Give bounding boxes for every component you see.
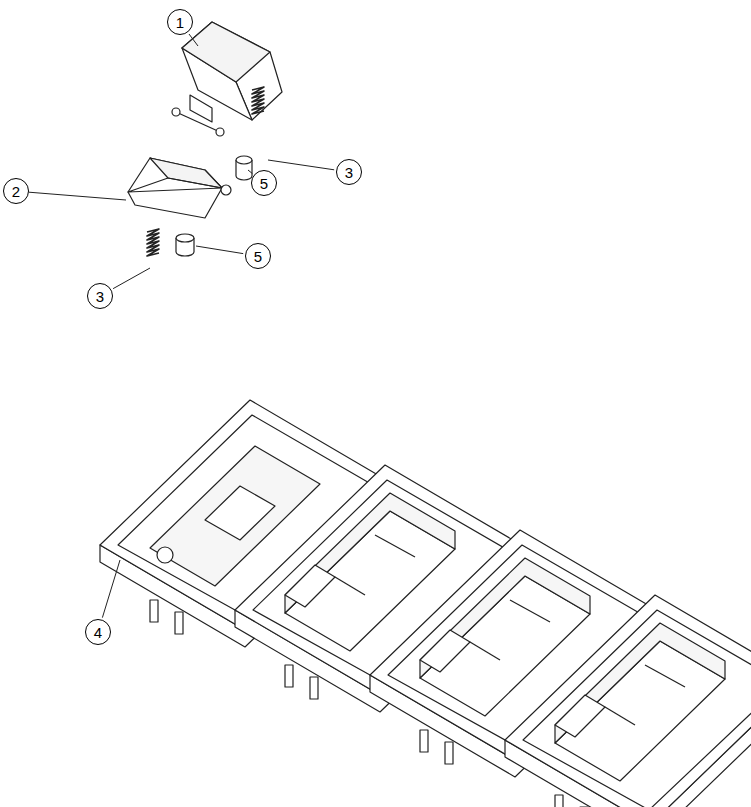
callout-circle: 3 bbox=[336, 159, 362, 185]
callout-circle: 2 bbox=[3, 178, 29, 204]
callout-number: 5 bbox=[254, 249, 262, 264]
leader-line bbox=[102, 560, 120, 618]
leader-line bbox=[268, 160, 334, 170]
leader-line bbox=[113, 268, 150, 289]
spring-part bbox=[147, 87, 264, 256]
plug-part bbox=[176, 156, 252, 256]
base-plate bbox=[505, 595, 751, 807]
cap-part bbox=[128, 158, 231, 218]
callout-number: 1 bbox=[176, 15, 184, 30]
leader-line bbox=[248, 170, 252, 174]
callout-circle: 5 bbox=[251, 170, 277, 196]
housing-part bbox=[172, 22, 282, 136]
leader-line bbox=[189, 34, 198, 46]
callout-number: 4 bbox=[94, 625, 102, 640]
callout-circle: 4 bbox=[85, 619, 111, 645]
callout-number: 5 bbox=[260, 176, 268, 191]
callout-number: 3 bbox=[96, 289, 104, 304]
callout-number: 3 bbox=[345, 165, 353, 180]
callout-circle: 1 bbox=[167, 9, 193, 35]
leader-line bbox=[196, 246, 243, 254]
callout-circle: 3 bbox=[87, 283, 113, 309]
leader-line bbox=[29, 192, 126, 200]
callout-number: 2 bbox=[12, 184, 20, 199]
callout-circle: 5 bbox=[245, 243, 271, 269]
